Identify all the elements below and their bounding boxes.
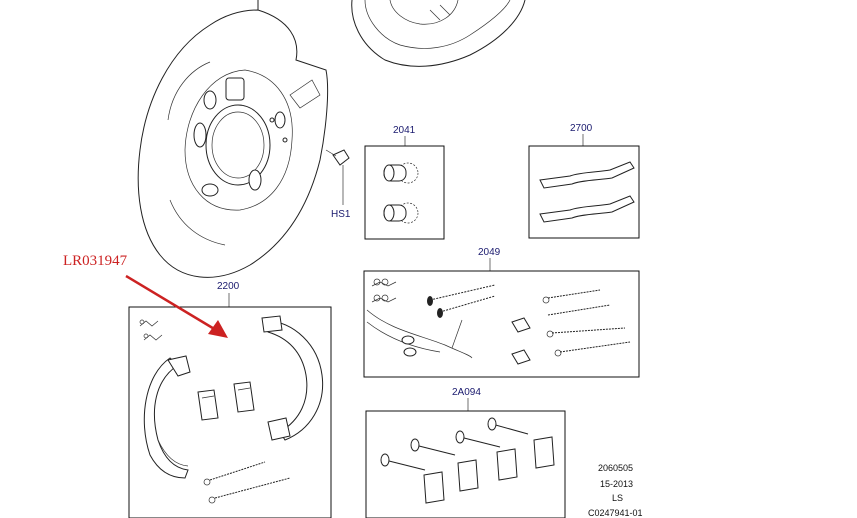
hs1-bolt: HS1 bbox=[325, 149, 351, 220]
reference-part-number: LR031947 bbox=[63, 253, 128, 269]
adjuster-top bbox=[383, 162, 419, 184]
part-2200-group: 2200 bbox=[128, 281, 332, 518]
part-2049-label: 2049 bbox=[478, 247, 501, 258]
top-assembly bbox=[351, 0, 526, 67]
hs1-label: HS1 bbox=[331, 209, 351, 220]
part-2700-group: 2700 bbox=[528, 123, 640, 239]
footer-line-3: LS bbox=[612, 493, 623, 503]
part-2700-label: 2700 bbox=[570, 123, 593, 134]
part-2200-label: 2200 bbox=[217, 281, 240, 292]
part-2A094-label: 2A094 bbox=[452, 387, 481, 398]
adjuster-bottom bbox=[383, 202, 419, 224]
long-springs bbox=[427, 284, 496, 318]
footer-line-1: 2060505 bbox=[598, 463, 633, 473]
part-2049-group: 2049 bbox=[363, 247, 640, 378]
pin-retainers bbox=[423, 436, 555, 504]
part-2A094-group: 2A094 bbox=[365, 387, 566, 518]
small-springs-right bbox=[542, 289, 631, 357]
shoe-clips bbox=[139, 319, 163, 341]
part-2041-label: 2041 bbox=[393, 125, 416, 136]
footer-line-2: 15-2013 bbox=[600, 479, 633, 489]
shoe-pads bbox=[197, 381, 255, 421]
spring-clips-left bbox=[371, 278, 397, 303]
backing-plate bbox=[137, 0, 329, 278]
hold-down-pins bbox=[380, 417, 529, 471]
footer-codes: 2060505 15-2013 LS C0247941-01 bbox=[588, 463, 643, 518]
reference-callout: LR031947 bbox=[63, 253, 228, 338]
part-2041-group: 2041 bbox=[364, 125, 445, 240]
footer-line-4: C0247941-01 bbox=[588, 508, 643, 518]
